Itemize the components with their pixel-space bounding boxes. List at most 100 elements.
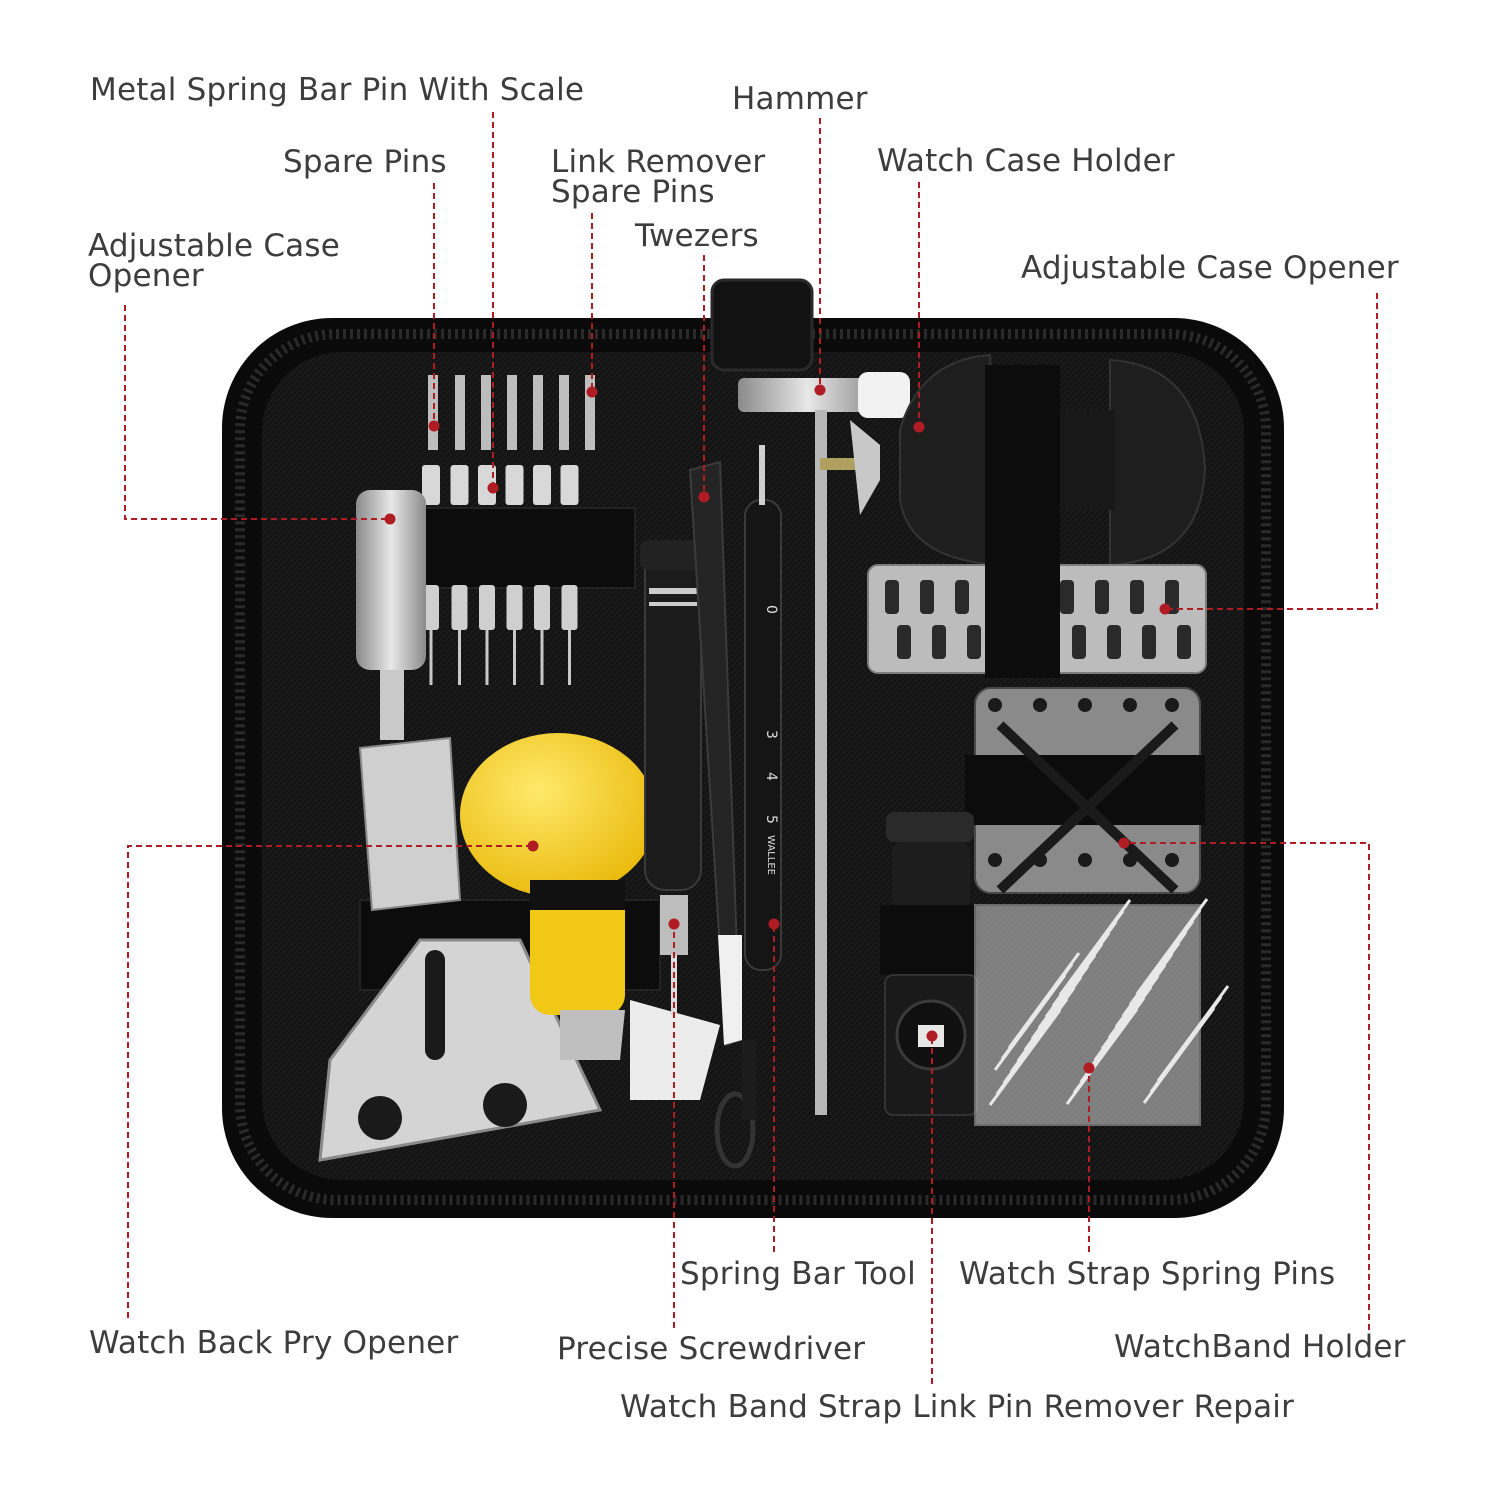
label-link-remover-spare-pins: Link Remover Spare Pins <box>551 144 766 210</box>
box-pin <box>955 580 969 614</box>
spare-pins-set <box>422 375 595 685</box>
pin-pusher-body <box>451 585 468 630</box>
case-ball-opener <box>460 733 720 1100</box>
spare-pin <box>533 375 543 450</box>
spare-pin <box>455 375 465 450</box>
box-pin <box>1142 625 1156 659</box>
elastic-band <box>409 507 636 589</box>
pin-pusher-body <box>506 585 523 630</box>
pin-pusher-tip <box>540 630 544 685</box>
box-pin <box>1072 625 1086 659</box>
label-spare-pins: Spare Pins <box>283 144 447 180</box>
leader-dot-spring-bar-tool <box>768 918 780 930</box>
pin-pusher-tip <box>568 630 571 685</box>
leader-dot-twezers <box>698 491 710 503</box>
label-watchband-holder: WatchBand Holder <box>1114 1329 1406 1365</box>
leader-dot-watch-case-holder <box>913 421 925 433</box>
box-pin <box>1095 580 1109 614</box>
box-pin <box>897 625 911 659</box>
pin-pusher-head <box>422 465 440 505</box>
spare-pin <box>481 375 491 450</box>
leader-dot-metal-spring-bar-pin <box>487 482 499 494</box>
spring-pin <box>1058 899 1132 996</box>
label-link-pin-remover-repair: Watch Band Strap Link Pin Remover Repair <box>620 1389 1295 1425</box>
spare-pin <box>428 375 438 450</box>
brand-mark: WALLEE <box>765 835 776 875</box>
label-watch-case-holder: Watch Case Holder <box>877 143 1175 179</box>
hammer <box>738 372 910 1115</box>
scale-mark: 0 <box>763 605 779 614</box>
box-pin <box>1107 625 1121 659</box>
leader-dot-adjustable-case-opener-right <box>1159 603 1171 615</box>
spare-pin <box>585 375 595 450</box>
box-pin <box>1130 580 1144 614</box>
leader-line-adjustable-case-opener-left <box>124 305 390 520</box>
label-adjustable-case-opener-right: Adjustable Case Opener <box>1021 250 1399 286</box>
leader-dot-adjustable-case-opener-left <box>384 513 396 525</box>
spare-pin <box>507 375 517 450</box>
scale-mark: 4 <box>763 772 779 781</box>
leader-dot-hammer <box>814 384 826 396</box>
pin-pusher-tip <box>485 630 489 685</box>
pin-pusher-body <box>423 585 439 630</box>
pin-pusher-body <box>561 585 578 630</box>
spring-pin <box>1007 952 1081 1049</box>
pin-pusher-tip <box>429 630 433 685</box>
leader-dot-watch-strap-spring-pins <box>1083 1062 1095 1074</box>
label-hammer: Hammer <box>732 81 868 117</box>
label-spring-bar-tool: Spring Bar Tool <box>680 1256 916 1292</box>
link-remover-spare-pins-box <box>867 560 1207 678</box>
pin-pusher-head <box>560 465 579 505</box>
spring-pin <box>1135 898 1209 995</box>
leader-line-watch-back-pry-opener <box>127 845 533 1318</box>
pin-pusher-body <box>479 585 495 630</box>
holder-hole <box>988 853 1002 867</box>
leader-dot-watch-back-pry-opener <box>527 840 539 852</box>
box-pin <box>920 580 934 614</box>
leader-line-watchband-holder <box>1124 842 1370 1330</box>
label-twezers: Twezers <box>635 218 759 254</box>
spring-pin <box>1156 985 1230 1082</box>
holder-hole <box>1078 853 1092 867</box>
box-pin <box>885 580 899 614</box>
pin-pusher-tip <box>458 630 461 685</box>
box-pin <box>1060 580 1074 614</box>
watchband-holder <box>965 687 1205 894</box>
leader-dot-link-pin-remover-repair <box>926 1030 938 1042</box>
holder-hole <box>1078 698 1092 712</box>
pin-pusher-head <box>533 465 551 505</box>
scale-mark: 3 <box>763 730 779 739</box>
box-pin <box>1177 625 1191 659</box>
scale-mark: 5 <box>763 815 779 824</box>
leader-line-adjustable-case-opener-right <box>1165 293 1378 610</box>
holder-hole <box>1123 698 1137 712</box>
holder-hole <box>1165 853 1179 867</box>
holder-cross <box>996 721 1179 894</box>
pin-pusher-tip <box>513 630 516 685</box>
box-pin <box>932 625 946 659</box>
spring-pins-bag <box>974 898 1230 1126</box>
leader-dot-precise-screwdriver <box>668 918 680 930</box>
pin-pusher-head <box>450 465 469 505</box>
leader-dot-link-remover-spare-pins <box>586 386 598 398</box>
label-watch-back-pry-opener: Watch Back Pry Opener <box>89 1325 459 1361</box>
leader-dot-spare-pins <box>428 420 440 432</box>
spring-bar-tool: 0 3 4 5 WALLEE <box>744 445 782 971</box>
twezers <box>688 460 742 1047</box>
pin-pusher-head <box>505 465 524 505</box>
label-precise-screwdriver: Precise Screwdriver <box>557 1331 866 1367</box>
holder-hole <box>1033 698 1047 712</box>
pin-pusher-head <box>478 465 496 505</box>
box-pin <box>967 625 981 659</box>
label-metal-spring-bar-pin: Metal Spring Bar Pin With Scale <box>90 72 585 108</box>
pin-pusher-body <box>534 585 550 630</box>
leader-dot-watchband-holder <box>1118 837 1130 849</box>
spare-pin <box>559 375 569 450</box>
holder-hole <box>988 698 1002 712</box>
holder-hole <box>1165 698 1179 712</box>
label-adjustable-case-opener-left: Adjustable Case Opener <box>88 228 340 294</box>
label-watch-strap-spring-pins: Watch Strap Spring Pins <box>959 1256 1336 1292</box>
